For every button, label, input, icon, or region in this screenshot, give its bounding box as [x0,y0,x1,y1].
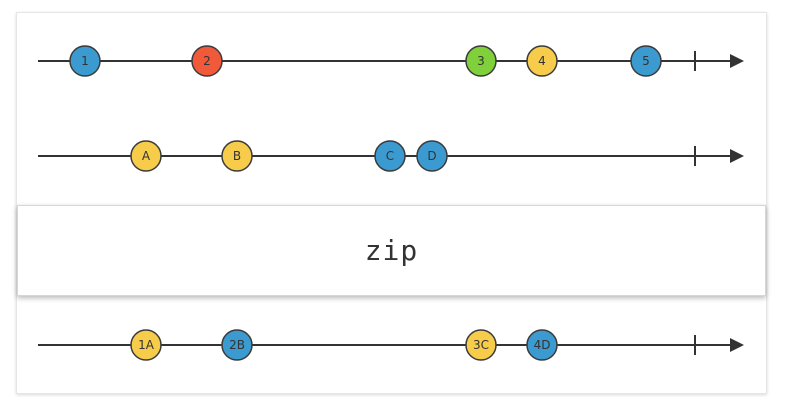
input-timeline-numbers: 1 2 3 4 5 [38,45,744,77]
marble-c: C [374,140,406,172]
marble-circle [221,140,253,172]
operator-label: zip [364,234,419,267]
output-timeline-zipped: 1A 2B 3C 4D [38,329,744,361]
arrow-head-icon [730,149,744,163]
marble-label: 1 [81,54,89,68]
marble-label: 4 [538,54,546,68]
marble-circle [630,45,662,77]
marble-b: B [221,140,253,172]
marble-4: 4 [526,45,558,77]
marble-circle [130,140,162,172]
marble-circle [69,45,101,77]
marble-label: 4D [534,338,551,352]
operator-box: zip [17,205,766,296]
marble-2: 2 [191,45,223,77]
marble-label: 1A [138,338,155,352]
marble-label: C [386,149,394,163]
marble-circle [465,45,497,77]
marble-label: B [233,149,241,163]
marble-label: A [142,149,151,163]
marble-label: 5 [642,54,650,68]
marble-circle [221,329,253,361]
arrow-head-icon [730,54,744,68]
marble-3c: 3C [465,329,497,361]
marble-circle [374,140,406,172]
marble-label: 2 [203,54,211,68]
marble-4d: 4D [526,329,558,361]
arrow-head-icon [730,338,744,352]
marble-label: D [427,149,436,163]
marble-label: 3 [477,54,485,68]
marble-label: 2B [229,338,245,352]
marble-label: 3C [473,338,489,352]
input-timeline-letters: A B C D [38,140,744,172]
marble-1: 1 [69,45,101,77]
marble-circle [130,329,162,361]
marble-circle [191,45,223,77]
marble-3: 3 [465,45,497,77]
marble-d: D [416,140,448,172]
marble-5: 5 [630,45,662,77]
marble-circle [526,329,558,361]
marble-circle [526,45,558,77]
marble-circle [465,329,497,361]
marble-circle [416,140,448,172]
marble-1a: 1A [130,329,162,361]
marble-2b: 2B [221,329,253,361]
marble-a: A [130,140,162,172]
